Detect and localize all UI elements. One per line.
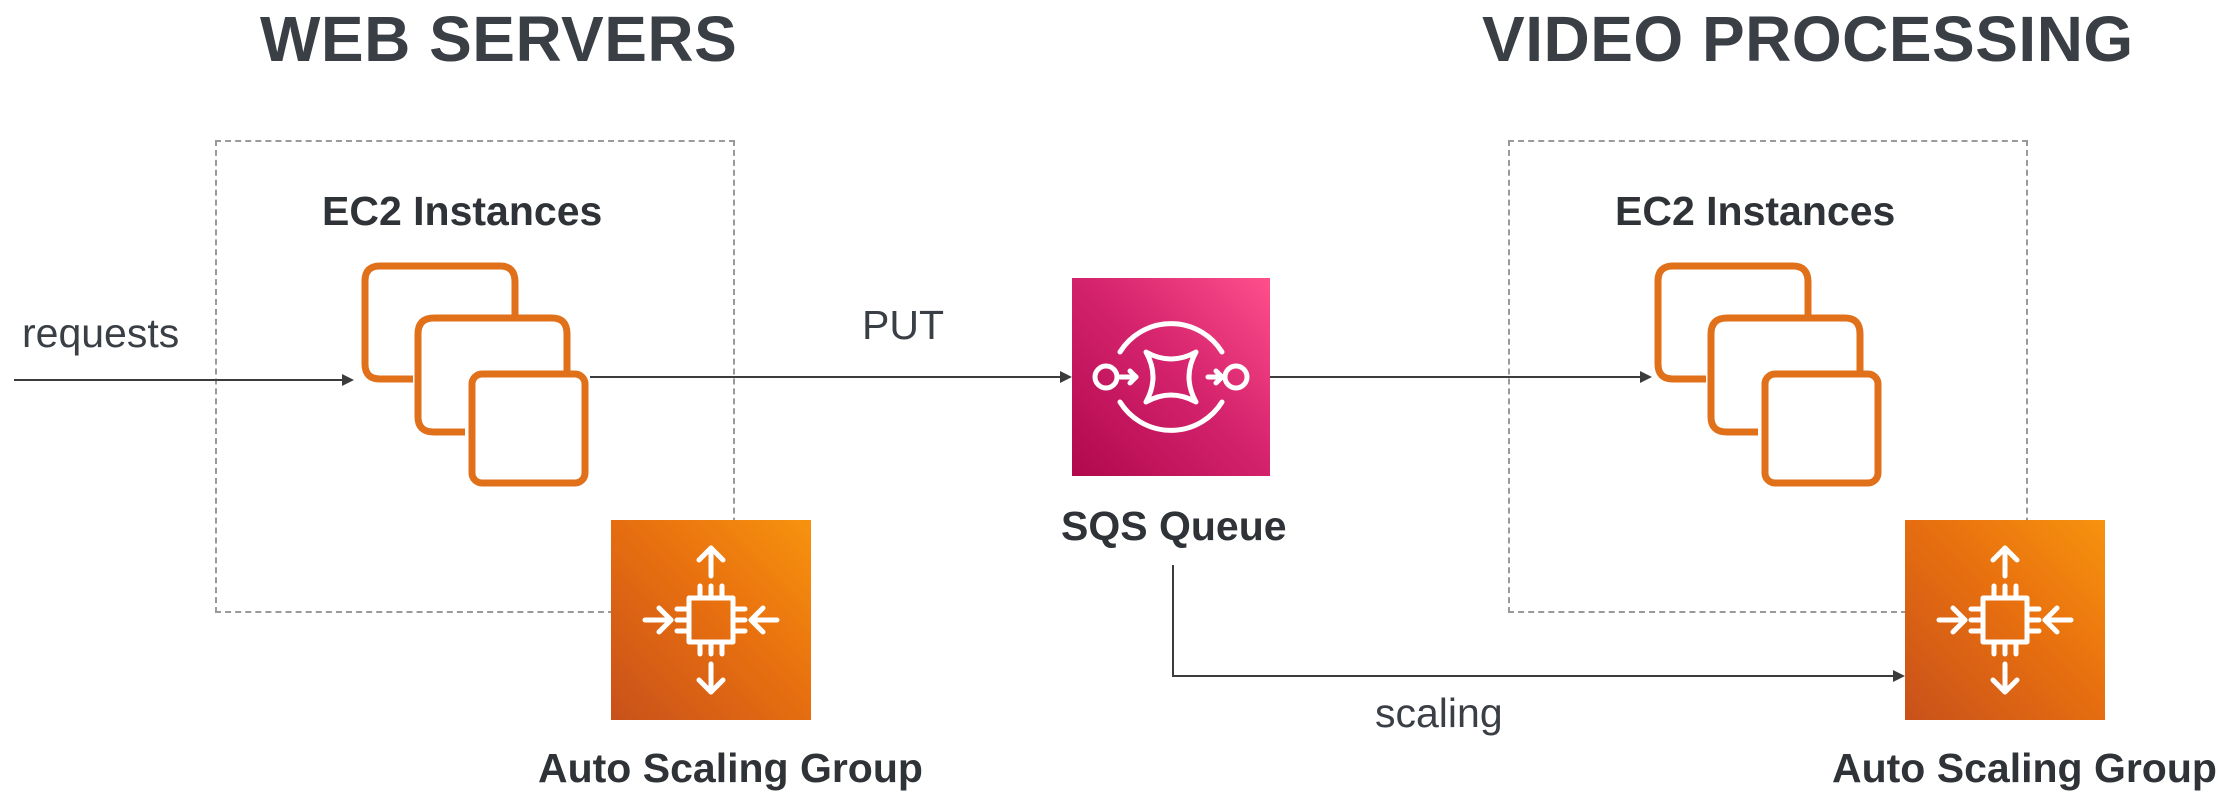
web-asg-label: Auto Scaling Group bbox=[538, 745, 923, 791]
put-label: PUT bbox=[862, 302, 944, 348]
sqs-queue-icon bbox=[1072, 278, 1270, 476]
sqs-queue-label: SQS Queue bbox=[1061, 503, 1287, 549]
requests-label: requests bbox=[22, 310, 180, 356]
video-processing-heading: VIDEO PROCESSING bbox=[1482, 3, 2134, 75]
video-ec2-instances-icon bbox=[1654, 262, 1882, 487]
scaling-arrow bbox=[1172, 565, 1905, 682]
video-asg-label: Auto Scaling Group bbox=[1832, 745, 2217, 791]
web-servers-heading: WEB SERVERS bbox=[260, 3, 738, 75]
video-auto-scaling-icon bbox=[1905, 520, 2105, 720]
web-auto-scaling-icon bbox=[611, 520, 811, 720]
web-ec2-instances-label: EC2 Instances bbox=[322, 188, 603, 234]
scaling-label: scaling bbox=[1375, 690, 1503, 736]
video-ec2-instances-label: EC2 Instances bbox=[1615, 188, 1896, 234]
web-ec2-instances-icon bbox=[361, 262, 589, 487]
